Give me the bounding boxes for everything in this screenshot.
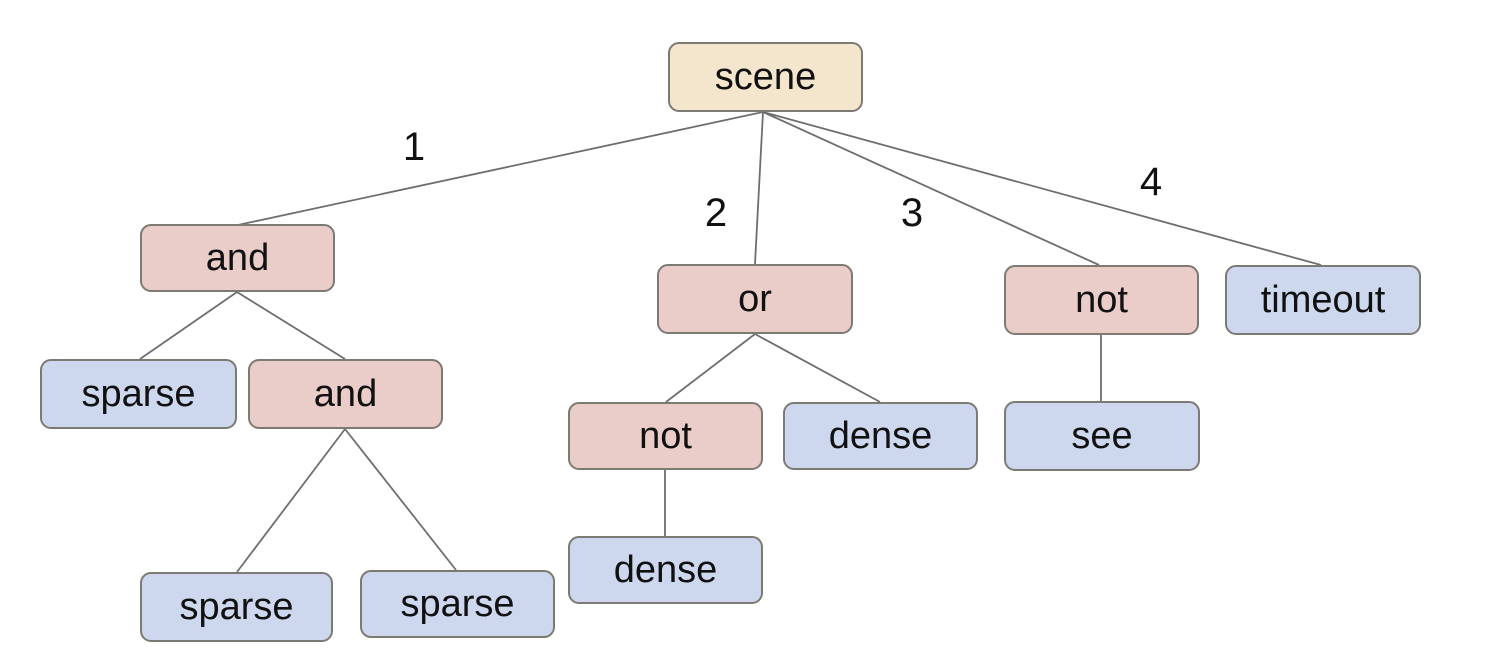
node-sparse-l: sparse (40, 359, 237, 429)
edge-and-2-to-sparse-b2 (344, 428, 457, 571)
edge-label-3: 3 (900, 191, 924, 235)
node-dense-or: dense (783, 402, 978, 470)
node-sparse-b2: sparse (360, 570, 555, 638)
edge-and-2-to-sparse-b1 (236, 428, 346, 573)
node-not-3: not (1004, 265, 1199, 335)
node-see: see (1004, 401, 1200, 471)
edge-and-1-to-sparse-l (139, 291, 238, 360)
node-timeout: timeout (1225, 265, 1421, 335)
edge-and-1-to-and-2 (236, 291, 346, 360)
node-not-mid: not (568, 402, 763, 470)
edge-label-1: 1 (402, 125, 426, 169)
node-or: or (657, 264, 853, 334)
edge-scene-to-or (754, 111, 764, 265)
edge-label-4: 4 (1139, 160, 1163, 204)
node-scene: scene (668, 42, 863, 112)
node-dense-2: dense (568, 536, 763, 604)
edge-scene-to-timeout (762, 111, 1322, 266)
node-and-1: and (140, 224, 335, 292)
node-and-2: and (248, 359, 443, 429)
edge-or-to-not-mid (665, 333, 756, 403)
edge-label-2: 2 (704, 191, 728, 235)
edge-or-to-dense-or (754, 333, 881, 403)
edge-scene-to-not-3 (762, 111, 1100, 266)
edge-scene-to-and-1 (237, 111, 764, 226)
node-sparse-b1: sparse (140, 572, 333, 642)
